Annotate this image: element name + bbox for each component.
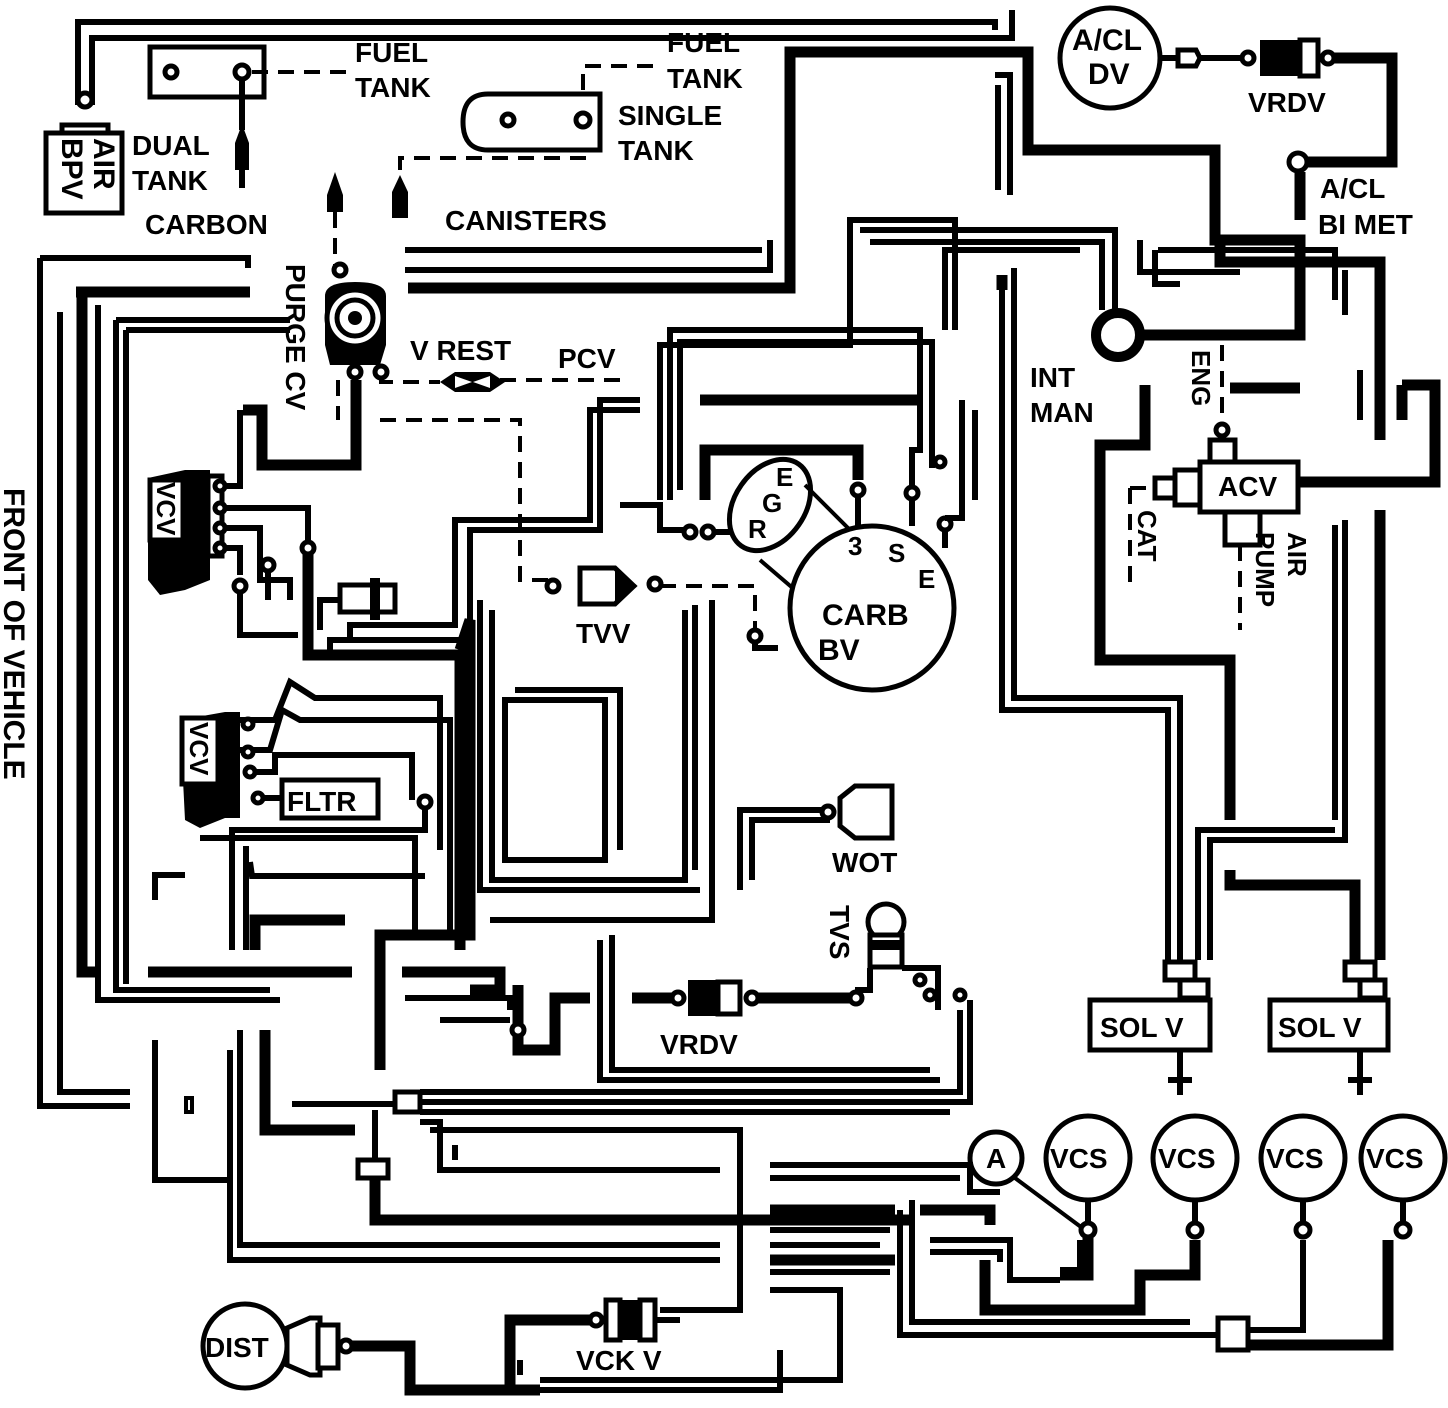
sol-v-left-label: SOL V: [1100, 1012, 1184, 1043]
air-bpv-group: AIR BPV: [43, 10, 1015, 216]
single-tank-canister: FUEL TANK SINGLE TANK CANISTERS: [392, 27, 743, 236]
vrdv-bottom-label: VRDV: [660, 1029, 738, 1060]
acl-bimet-label-2: BI MET: [1318, 209, 1413, 240]
fltr-box: [279, 777, 381, 821]
sol-v-left: SOL V: [1087, 959, 1213, 1095]
egr-label-g: G: [762, 488, 782, 518]
vcv-lower-label: VCV: [184, 722, 214, 776]
egr-label-r: R: [748, 514, 767, 544]
dual-tank-canister: FUEL TANK DUAL TANK CARBON: [132, 37, 431, 240]
purge-cv: PURGE CV: [280, 172, 440, 420]
acl-dv-group: A/CL DV VRDV A/CL BI MET: [1057, 5, 1413, 240]
bottom-right-hoses: [770, 1162, 1394, 1353]
eng-label: ENG: [1186, 350, 1216, 406]
center-hoses: [477, 600, 940, 1083]
vrdv-bottom: VRDV: [632, 979, 865, 1060]
single-tank-label-1: SINGLE: [618, 100, 722, 131]
dist-and-vck: DIST VCK V: [200, 1287, 843, 1396]
cat-label: CAT: [1132, 510, 1162, 562]
vcs-1-label: VCS: [1050, 1143, 1108, 1174]
tvv-valve: TVV: [544, 565, 664, 649]
fuel-tank-dual-label-2: TANK: [355, 72, 431, 103]
carb-port-3: 3: [848, 531, 862, 561]
carb-port-s: S: [888, 538, 905, 568]
int-man-label-2: MAN: [1030, 397, 1094, 428]
fuel-tank-single-label-2: TANK: [667, 63, 743, 94]
pcv-label: PCV: [558, 343, 616, 374]
acv-label: ACV: [1218, 471, 1277, 502]
wot-switch: WOT: [819, 783, 897, 878]
right-hoses: [1137, 240, 1408, 960]
dual-tank-label-1: DUAL: [132, 130, 210, 161]
carb-body: [787, 523, 957, 693]
front-of-vehicle-label: FRONT OF VEHICLE: [0, 488, 30, 780]
purge-cv-label: PURGE CV: [280, 264, 311, 411]
air-bpv-label-1: AIR: [87, 138, 120, 190]
v-rest-valve: [440, 372, 505, 392]
acl-dv-label-2: DV: [1088, 58, 1130, 91]
dual-tank-label-2: TANK: [132, 165, 208, 196]
sol-v-right: SOL V: [1267, 959, 1391, 1095]
fuel-tank-dual-label-1: FUEL: [355, 37, 428, 68]
tvs-label: TVS: [824, 905, 855, 959]
acv-group: ENG ACV CAT AIR PUMP: [1094, 345, 1441, 820]
vcs-4-label: VCS: [1366, 1143, 1424, 1174]
dist-label: DIST: [205, 1332, 269, 1363]
small-valve-left: [337, 578, 398, 620]
tvv-label: TVV: [576, 618, 631, 649]
air-pump-label-1: AIR: [1282, 532, 1312, 577]
vcs-2-label: VCS: [1158, 1143, 1216, 1174]
carb-bv-label: BV: [818, 634, 860, 667]
vcs-3-label: VCS: [1266, 1143, 1324, 1174]
air-pump-label-2: PUMP: [1250, 532, 1280, 607]
left-middle-hoses: [152, 618, 590, 1136]
air-bpv-label-2: BPV: [55, 138, 88, 200]
fuel-tank-single-label-1: FUEL: [667, 27, 740, 58]
sol-v-right-label: SOL V: [1278, 1012, 1362, 1043]
int-man-label-1: INT: [1030, 362, 1075, 393]
carb-label: CARB: [822, 599, 909, 632]
vck-v-label: VCK V: [576, 1345, 662, 1376]
vcv-upper-label: VCV: [151, 482, 181, 536]
a-circle-label: A: [986, 1143, 1006, 1174]
a-circle: [967, 1129, 1025, 1187]
acl-dv-label-1: A/CL: [1072, 24, 1142, 57]
vrdv-top-label: VRDV: [1248, 87, 1326, 118]
wot-label: WOT: [832, 847, 897, 878]
vcv-lower: VCV FLTR: [179, 677, 453, 950]
int-man-port: INT MAN: [999, 268, 1306, 960]
canisters-label: CANISTERS: [445, 205, 607, 236]
vcv-upper: VCV: [147, 380, 362, 638]
lower-junction: [227, 1000, 973, 1313]
fltr-label: FLTR: [287, 786, 356, 817]
egr-valve: [726, 456, 814, 554]
tvs-switch: TVS: [824, 901, 968, 1010]
acl-bimet-label-1: A/CL: [1320, 173, 1385, 204]
egr-label-e: E: [776, 462, 793, 492]
left-side-hose-lines: [37, 255, 352, 1183]
vcs-row: A VCS VCS VCS VCS: [967, 1113, 1448, 1240]
carb-group: E G R 3 S E CARB BV: [620, 217, 978, 693]
carb-port-e: E: [918, 564, 935, 594]
carbon-label: CARBON: [145, 209, 268, 240]
v-rest-label: V REST: [410, 335, 511, 366]
air-bpv-valve: [43, 130, 125, 216]
single-tank-label-2: TANK: [618, 135, 694, 166]
